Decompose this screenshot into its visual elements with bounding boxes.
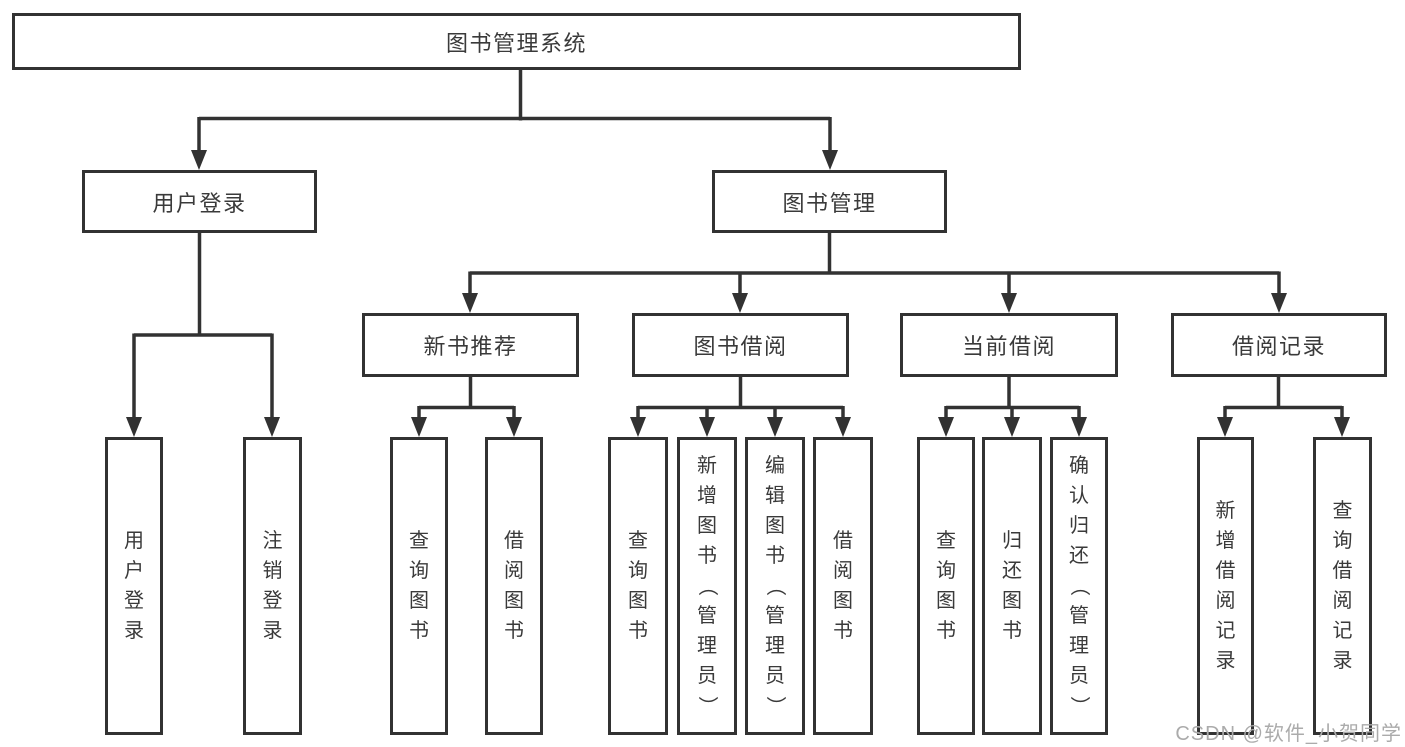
leaf-add-book-admin: 新增图书（管理员） [677,437,737,735]
leaf-query-books-recommend: 查询图书 [390,437,448,735]
leaf-edit-book-admin: 编辑图书（管理员） [745,437,805,735]
leaf-borrow-books-borrowing: 借阅图书 [813,437,873,735]
arrowheads [126,150,1350,437]
node-user-login: 用户登录 [82,170,317,233]
node-label: 用户登录 [124,530,144,642]
leaf-add-borrow-record: 新增借阅记录 [1197,437,1254,735]
node-borrowing-records: 借阅记录 [1171,313,1387,377]
leaf-query-books-current: 查询图书 [917,437,975,735]
node-book-management: 图书管理 [712,170,947,233]
node-label: 借阅图书 [504,530,524,642]
node-label: 注销登录 [262,530,283,642]
node-label: 图书管理系统 [445,30,587,56]
node-label: 借阅图书 [833,530,853,642]
leaf-logout: 注销登录 [243,437,302,735]
node-label: 归还图书 [1002,530,1022,642]
node-label: 确认归还（管理员） [1068,455,1090,716]
node-label: 查询图书 [628,530,648,642]
node-label: 图书借阅 [693,334,788,359]
node-book-borrowing: 图书借阅 [632,313,849,377]
node-label: 编辑图书（管理员） [764,455,786,716]
node-label: 图书管理 [782,190,877,216]
watermark: CSDN @软件_小贺同学 [1175,723,1402,745]
node-label: 查询借阅记录 [1332,500,1353,672]
node-label: 查询图书 [409,530,429,642]
leaf-user-login: 用户登录 [105,437,163,735]
node-label: 借阅记录 [1231,334,1326,359]
leaf-borrow-books-recommend: 借阅图书 [485,437,543,735]
node-label: 新增图书（管理员） [696,455,718,716]
node-label: 新增借阅记录 [1215,500,1236,672]
node-current-borrowing: 当前借阅 [900,313,1118,377]
node-label: 用户登录 [152,190,247,216]
leaf-query-borrow-record: 查询借阅记录 [1313,437,1372,735]
leaf-return-book: 归还图书 [982,437,1042,735]
node-label: 新书推荐 [423,334,518,359]
leaf-confirm-return-admin: 确认归还（管理员） [1050,437,1108,735]
node-library-management-system: 图书管理系统 [12,13,1021,70]
node-label: 查询图书 [936,530,956,642]
leaf-query-books-borrowing: 查询图书 [608,437,668,735]
node-new-book-recommend: 新书推荐 [362,313,579,377]
node-label: 当前借阅 [961,334,1056,359]
